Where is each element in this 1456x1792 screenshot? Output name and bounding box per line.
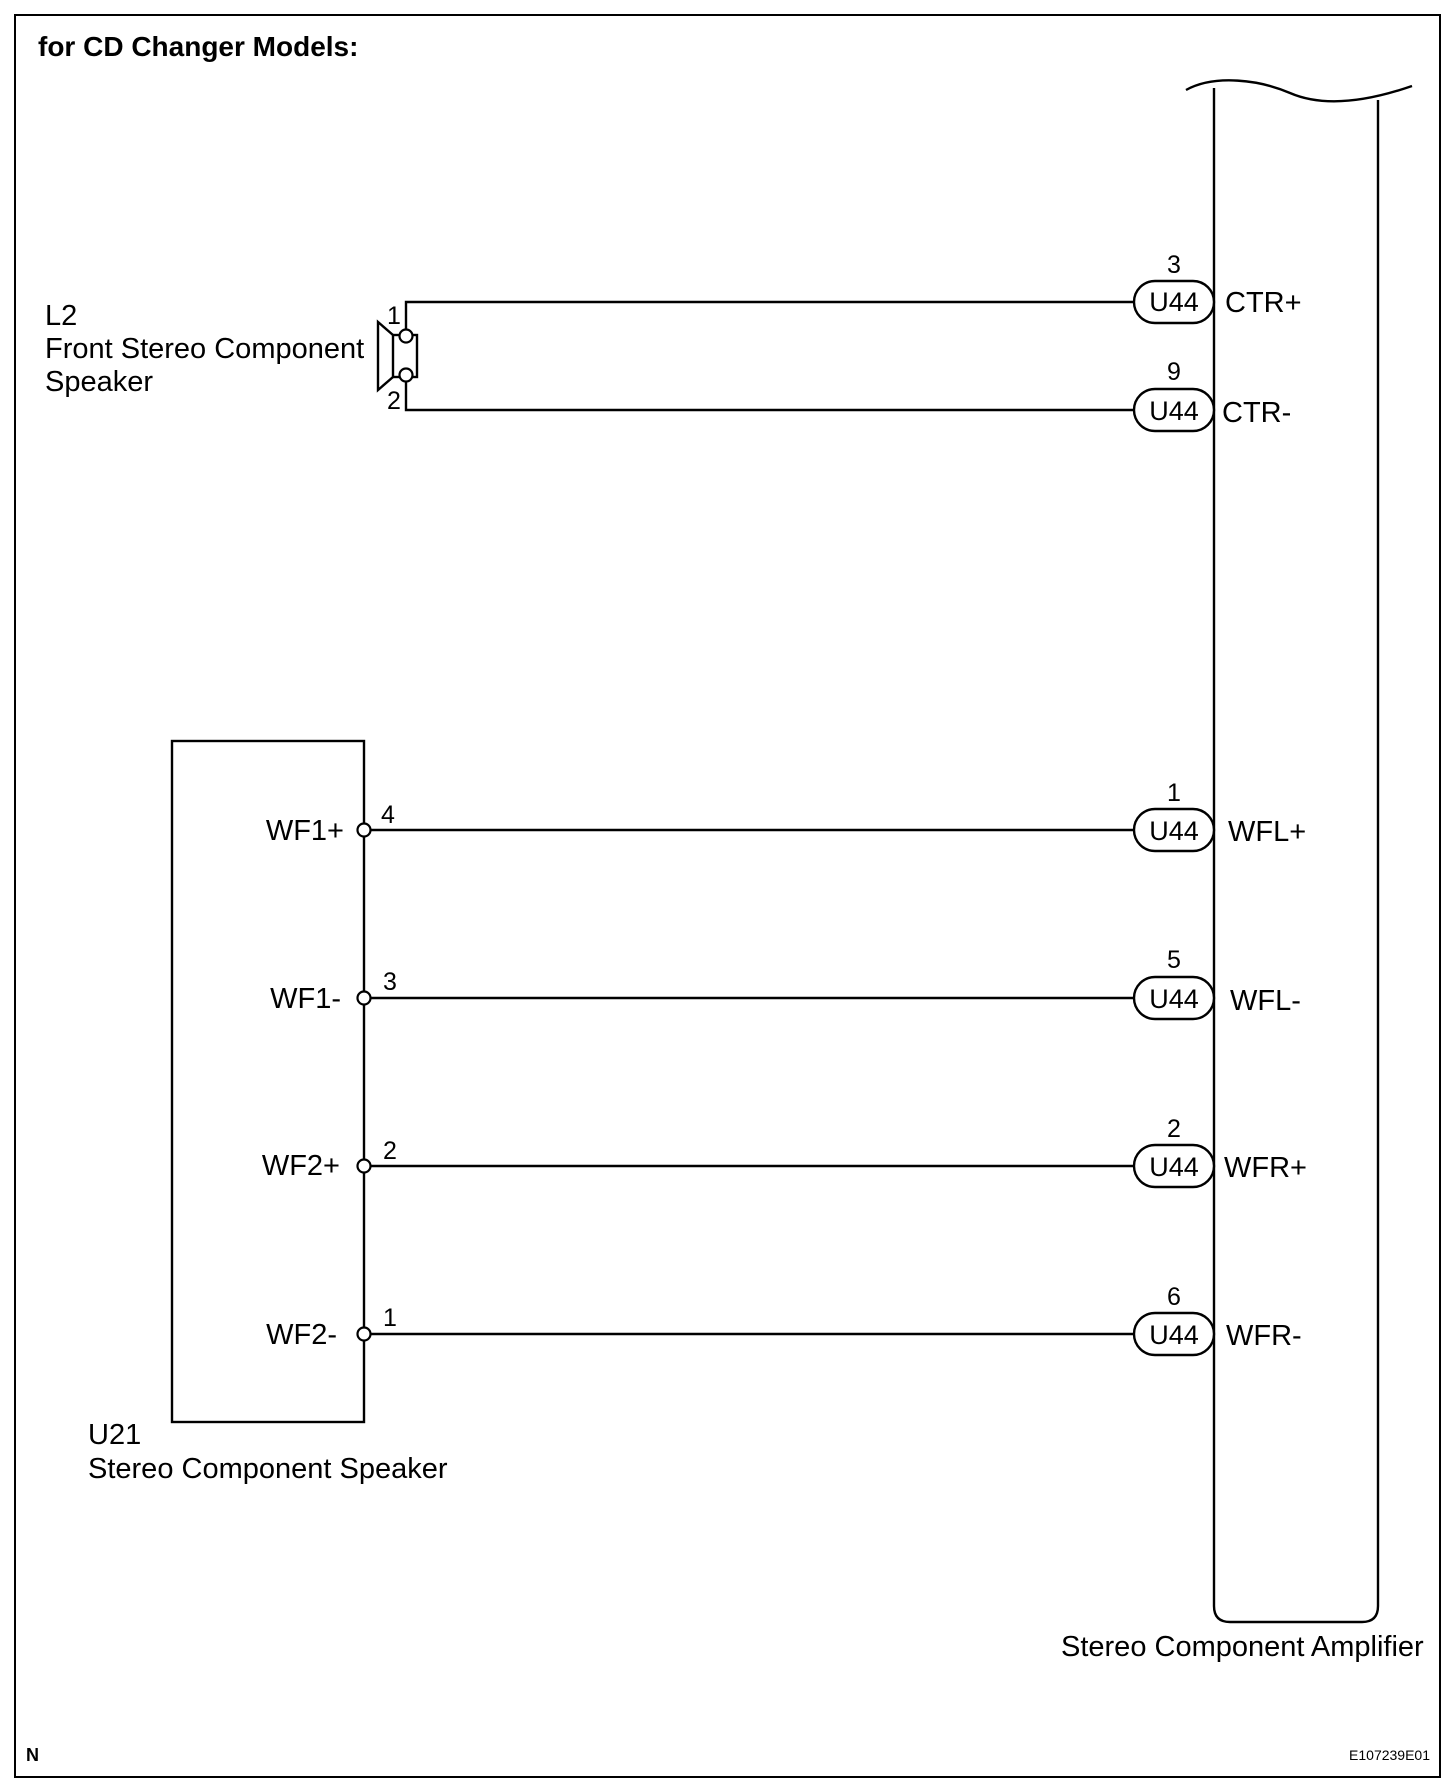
amplifier-name: Stereo Component Amplifier	[1061, 1631, 1424, 1663]
connector-shape	[1132, 1311, 1216, 1357]
connector-u44-pin-9: 9 U44 CTR-	[1132, 358, 1291, 433]
component-speaker-box	[170, 739, 366, 1424]
component-speaker-name: Stereo Component Speaker	[88, 1453, 448, 1485]
front-speaker-pin-2: 2	[387, 387, 401, 415]
wire-ctr-plus	[404, 300, 1133, 329]
connector-u44-pin-5: 5 U44 WFL-	[1132, 946, 1301, 1021]
wire-ctr-minus	[404, 382, 1133, 412]
terminal-wf2-minus: WF2- 1	[266, 1304, 1133, 1351]
connector-shape	[1132, 279, 1216, 325]
terminal-label: WF2+	[262, 1150, 340, 1182]
amplifier-terminal-label: CTR-	[1222, 397, 1291, 429]
connector-code: U44	[1149, 984, 1199, 1014]
amplifier-terminal-label: WFL+	[1228, 816, 1306, 848]
amplifier-terminal-label: CTR+	[1225, 287, 1302, 319]
footer-left-mark: N	[26, 1745, 39, 1765]
terminal-dot	[356, 1326, 372, 1342]
diagram-title: for CD Changer Models:	[38, 31, 358, 62]
terminal-dot	[356, 990, 372, 1006]
front-speaker-name-line2: Speaker	[45, 366, 153, 398]
connector-pin-number: 6	[1167, 1283, 1181, 1311]
terminal-label: WF1+	[266, 815, 344, 847]
terminal-wf1-minus: WF1- 3	[270, 968, 1133, 1015]
connector-code: U44	[1149, 287, 1199, 317]
diagram-frame	[14, 14, 1441, 1778]
connector-shape	[1132, 387, 1216, 433]
connector-u44-pin-3: 3 U44 CTR+	[1132, 251, 1302, 325]
terminal-dot	[356, 822, 372, 838]
connector-u44-pin-2: 2 U44 WFR+	[1132, 1115, 1307, 1189]
connector-shape	[1132, 1143, 1216, 1189]
terminal-wf2-plus: WF2+ 2	[262, 1137, 1133, 1182]
connector-u44-pin-6: 6 U44 WFR-	[1132, 1283, 1302, 1357]
front-speaker-id: L2	[45, 300, 77, 332]
terminal-pin: 4	[381, 801, 395, 829]
amplifier-break-line	[1185, 79, 1413, 103]
connector-code: U44	[1149, 1320, 1199, 1350]
front-speaker-terminal-2	[398, 367, 414, 383]
terminal-label: WF2-	[266, 1319, 337, 1351]
terminal-pin: 1	[383, 1304, 397, 1332]
connector-pin-number: 1	[1167, 779, 1181, 807]
connector-pin-number: 9	[1167, 358, 1181, 386]
connector-code: U44	[1149, 1152, 1199, 1182]
terminal-wf1-plus: WF1+ 4	[266, 801, 1133, 847]
connector-pin-number: 2	[1167, 1115, 1181, 1143]
component-speaker-id: U21	[88, 1419, 141, 1451]
connector-code: U44	[1149, 816, 1199, 846]
connector-pin-number: 5	[1167, 946, 1181, 974]
terminal-pin: 2	[383, 1137, 397, 1165]
front-speaker-name-line1: Front Stereo Component	[45, 333, 364, 365]
amplifier-terminal-label: WFR+	[1224, 1152, 1307, 1184]
front-speaker-terminal-1	[398, 328, 414, 344]
amplifier-terminal-label: WFL-	[1230, 985, 1301, 1017]
connector-shape	[1132, 807, 1216, 853]
terminal-dot	[356, 1158, 372, 1174]
connector-u44-pin-1: 1 U44 WFL+	[1132, 779, 1306, 853]
amplifier-body	[1212, 88, 1380, 1624]
connector-code: U44	[1149, 396, 1199, 426]
connector-pin-number: 3	[1167, 251, 1181, 279]
figure-code: E107239E01	[1349, 1747, 1430, 1763]
terminal-label: WF1-	[270, 983, 341, 1015]
terminal-pin: 3	[383, 968, 397, 996]
front-speaker-pin-1: 1	[387, 302, 401, 330]
connector-shape	[1132, 975, 1216, 1021]
amplifier-terminal-label: WFR-	[1226, 1320, 1302, 1352]
